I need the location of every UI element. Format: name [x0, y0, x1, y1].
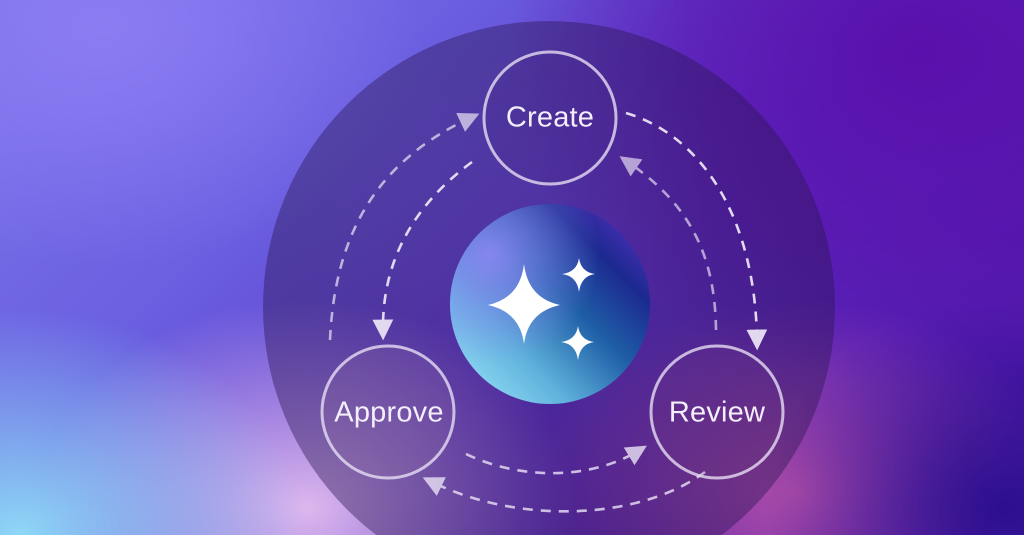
- sparkles-icon: [488, 258, 595, 360]
- arrow-approve-to-review: [465, 445, 647, 475]
- arrow-review-to-create: [619, 156, 718, 331]
- arrow-create-to-review: [625, 111, 768, 351]
- node-approve-circle: [320, 344, 456, 480]
- arrow-review-to-approve: [422, 470, 706, 513]
- node-create-circle: [482, 50, 618, 186]
- node-approve-label: Approve: [334, 396, 444, 429]
- arrow-create-to-approve: [372, 160, 473, 341]
- node-create-label: Create: [505, 101, 595, 134]
- center-badge: [450, 204, 650, 404]
- node-review-label: Review: [668, 396, 766, 429]
- node-review-circle: [649, 344, 785, 480]
- arrow-approve-to-create: [328, 112, 480, 341]
